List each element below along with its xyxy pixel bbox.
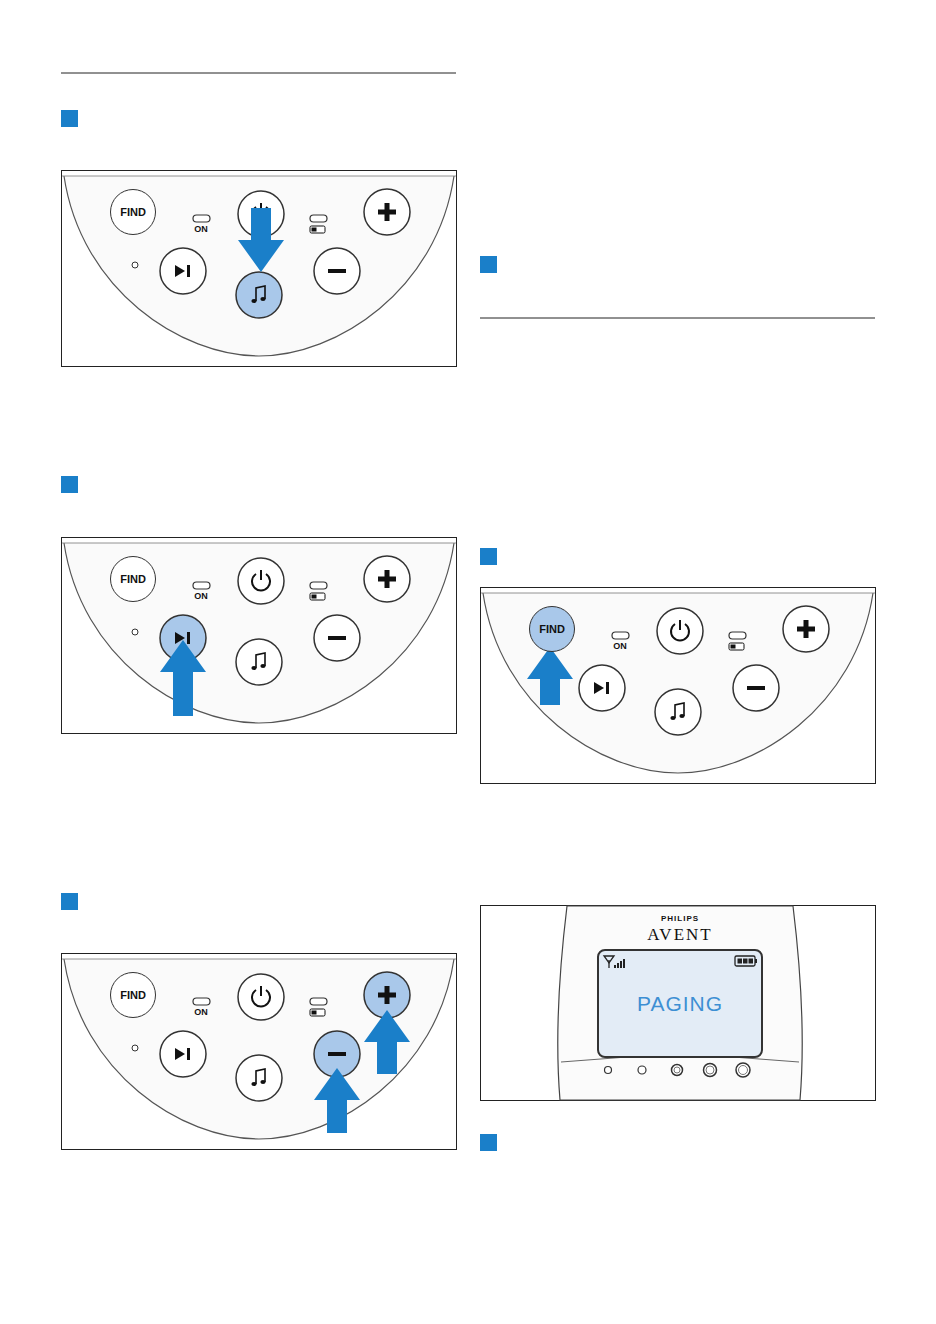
led-label: ON [194, 591, 208, 601]
minus-button [314, 615, 360, 661]
find-button: FIND [529, 606, 575, 652]
plus-button [783, 606, 829, 652]
control-panel [481, 588, 876, 784]
power-led [612, 632, 629, 639]
battery-icon [729, 643, 744, 650]
microphone-dot [132, 1045, 138, 1051]
minus-button [733, 665, 779, 711]
led-label: ON [194, 224, 208, 234]
step-marker [61, 893, 78, 910]
step-marker [480, 1134, 497, 1151]
press-arrow [238, 208, 284, 272]
find-button: FIND [110, 556, 156, 602]
button-label: FIND [120, 573, 146, 585]
section-rule [480, 318, 875, 319]
plus-button [364, 189, 410, 235]
microphone-dot [132, 262, 138, 268]
battery-icon [310, 226, 325, 233]
press-arrow [160, 640, 206, 716]
find-button: FIND [110, 972, 156, 1018]
step-marker [480, 256, 497, 273]
lcd-message: PAGING [598, 950, 762, 1057]
step-marker [61, 110, 78, 127]
button-label: FIND [539, 623, 565, 635]
power-button [238, 558, 284, 604]
battery-led [310, 582, 327, 589]
brand-logo: AVENT [647, 925, 712, 945]
music-button [236, 272, 282, 318]
music-button [655, 689, 701, 735]
play-button [579, 665, 625, 711]
signal-icon [604, 956, 625, 968]
button-label: FIND [120, 989, 146, 1001]
brand-name: PHILIPS [661, 914, 699, 923]
press-arrow [364, 1010, 410, 1074]
led-label: ON [613, 641, 627, 651]
microphone-dot [132, 629, 138, 635]
control-panel [62, 171, 457, 367]
control-panel [62, 954, 457, 1150]
control-panel [62, 538, 457, 734]
button-label: FIND [120, 206, 146, 218]
battery-icon [310, 1009, 325, 1016]
power-led [193, 998, 210, 1005]
led-label: ON [194, 1007, 208, 1017]
music-button [236, 639, 282, 685]
power-led [193, 215, 210, 222]
display-text: PAGING [637, 992, 723, 1016]
battery-led [310, 998, 327, 1005]
step-marker [61, 476, 78, 493]
play-button [160, 1031, 206, 1077]
power-button [238, 974, 284, 1020]
press-arrow [527, 647, 573, 705]
parent-unit [481, 906, 876, 1101]
music-button [236, 1055, 282, 1101]
battery-icon [735, 956, 757, 966]
plus-button [364, 556, 410, 602]
minus-button [314, 248, 360, 294]
battery-led [310, 215, 327, 222]
power-led [193, 582, 210, 589]
step-marker [480, 548, 497, 565]
play-button [160, 248, 206, 294]
find-button: FIND [110, 189, 156, 235]
press-arrow [314, 1068, 360, 1133]
lcd-screen [598, 950, 762, 1057]
section-rule [61, 73, 456, 74]
battery-icon [310, 593, 325, 600]
battery-led [729, 632, 746, 639]
power-button [657, 608, 703, 654]
